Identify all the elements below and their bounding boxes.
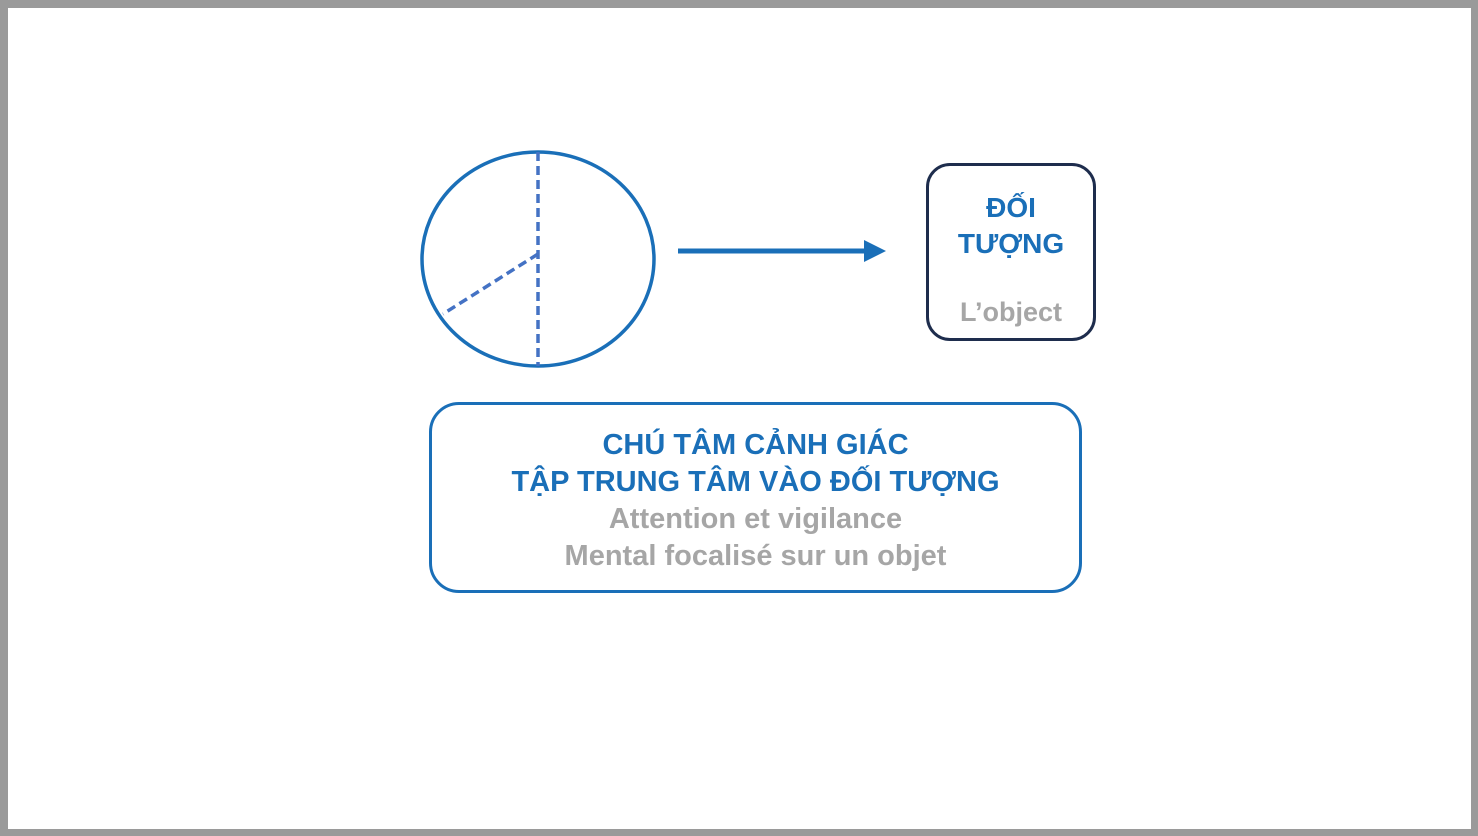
arrow-head <box>864 240 886 262</box>
caption-line-2: TẬP TRUNG TÂM VÀO ĐỐI TƯỢNG <box>511 466 1000 498</box>
diagram-canvas <box>420 150 886 368</box>
caption-line-1: CHÚ TÂM CẢNH GIÁC <box>602 429 909 461</box>
slide: ĐỐI TƯỢNG L’object CHÚ TÂM CẢNH GIÁC TẬP… <box>8 8 1471 829</box>
caption-box: CHÚ TÂM CẢNH GIÁC TẬP TRUNG TÂM VÀO ĐỐI … <box>429 402 1082 593</box>
angled-dashed-radius <box>442 252 539 316</box>
object-title: ĐỐI TƯỢNG <box>957 192 1065 259</box>
caption-line-4: Mental focalisé sur un objet <box>564 540 947 572</box>
object-subtitle: L’object <box>959 297 1062 327</box>
arrow-right-icon <box>678 240 886 262</box>
object-box: ĐỐI TƯỢNG L’object <box>926 163 1096 341</box>
caption-line-3: Attention et vigilance <box>608 503 903 535</box>
mind-circle-icon <box>420 150 656 368</box>
